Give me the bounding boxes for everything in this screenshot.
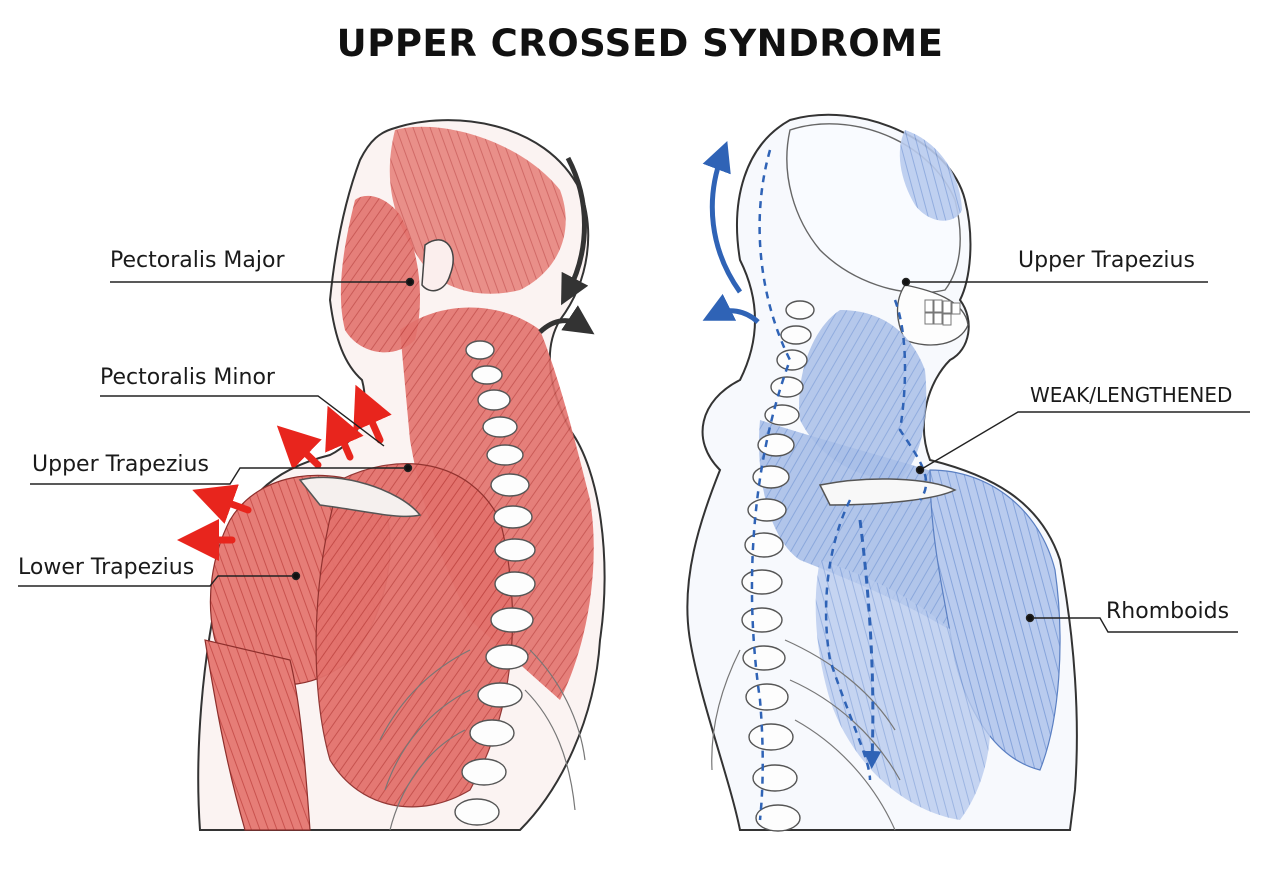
right-spine [741,300,815,832]
left-neck-muscle [400,307,594,700]
left-clavicle [298,476,422,518]
right-back-arrow [702,293,760,324]
leader-upper-trapezius [30,467,408,485]
right-neck-muscle [799,310,927,480]
left-back-muscle [315,463,514,808]
right-temporal-muscle [899,130,962,221]
left-leader-lines [18,277,415,587]
leader-weak-lengthened [919,411,1250,471]
red-arrow [276,425,322,470]
label-rhomboids: Rhomboids [1106,599,1230,624]
right-upward-arrow [702,140,743,294]
right-clavicle [818,478,957,506]
label-right-upper-trapezius: Upper Trapezius [1018,248,1195,273]
left-face-muscle [340,195,420,353]
label-lower-trapezius: Lower Trapezius [18,555,195,580]
neck-forward-arrow [538,305,595,335]
leader-lower-trapezius [18,575,296,587]
left-upper-arm [204,639,311,831]
right-rhomboid-muscle [815,560,991,820]
left-spine [454,340,536,826]
label-pectoralis-major: Pectoralis Major [110,248,285,273]
leader-pectoralis-minor [100,395,385,447]
left-figure [18,119,606,831]
right-ribs [711,639,901,831]
red-arrow [325,405,364,461]
left-tightness-arrows [177,384,392,561]
left-ear [421,239,454,292]
right-deltoid [929,469,1061,771]
leader-rhomboids [1030,617,1238,633]
label-pectoralis-minor: Pectoralis Minor [100,365,275,390]
diagram-title: UPPER CROSSED SYNDROME [336,22,944,65]
head-flexion-arrow [561,156,589,306]
red-arrow [192,484,252,524]
right-teeth [924,299,961,326]
label-weak-lengthened: WEAK/LENGTHENED [1030,383,1233,407]
right-leader-lines [901,277,1250,633]
label-left-upper-trapezius: Upper Trapezius [32,452,209,477]
left-ribs [379,649,586,831]
right-figure [686,113,1250,832]
red-arrow [353,384,392,444]
right-down-arrow [858,519,882,769]
